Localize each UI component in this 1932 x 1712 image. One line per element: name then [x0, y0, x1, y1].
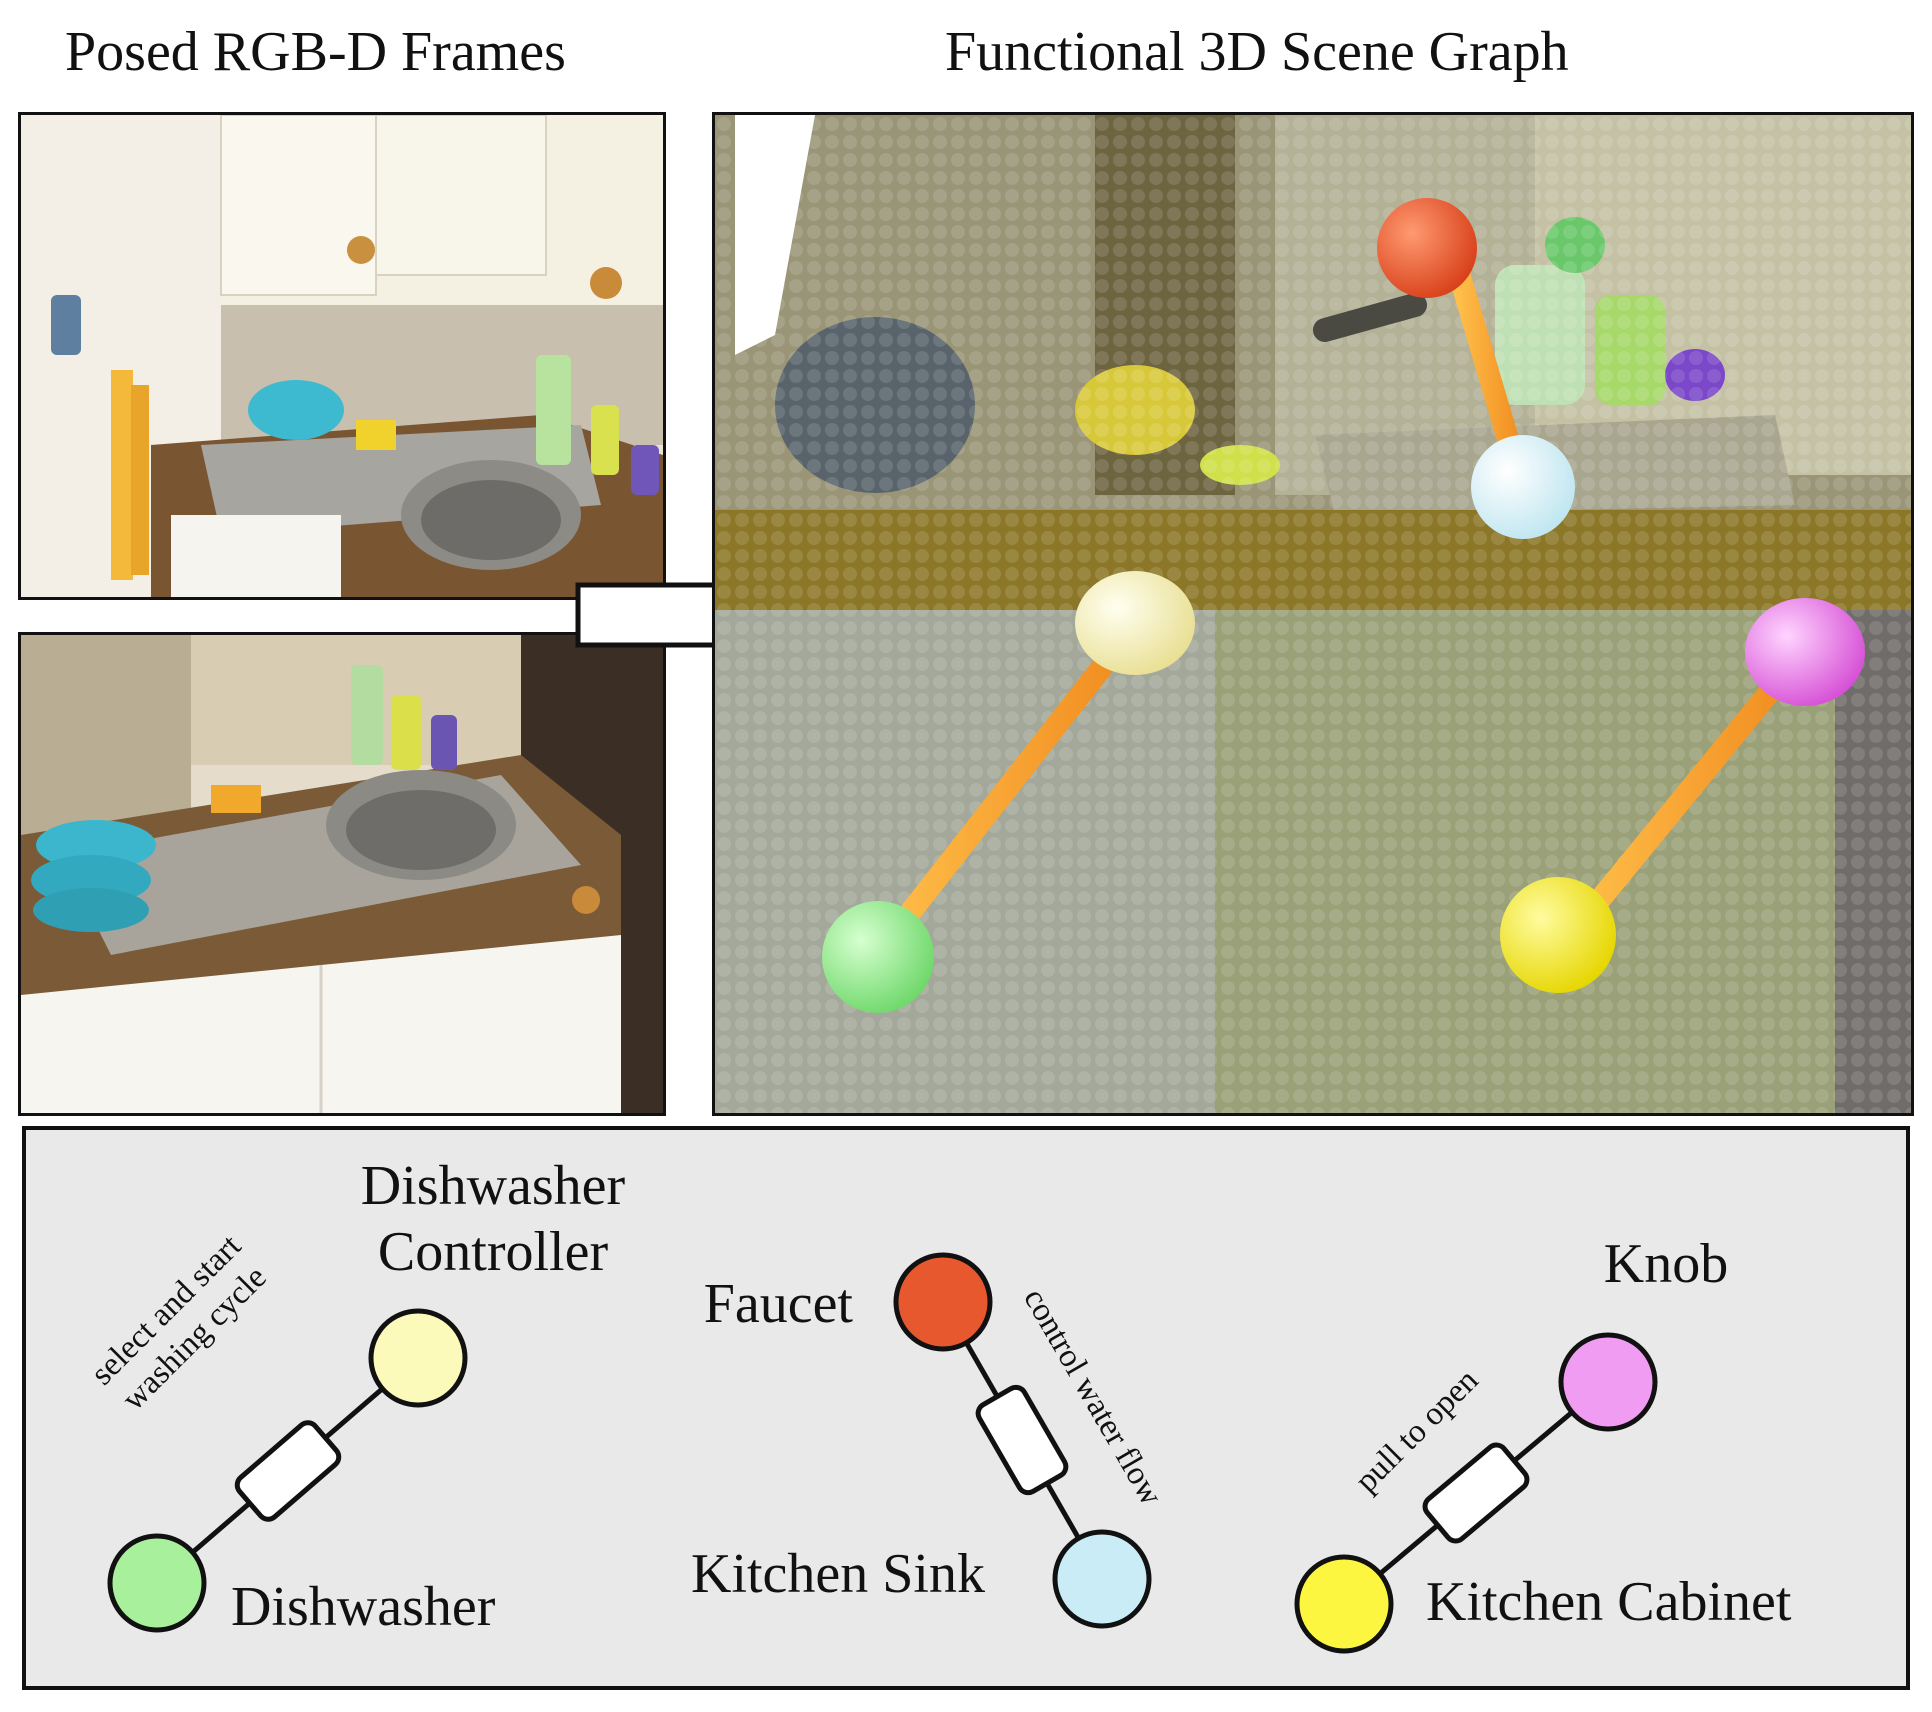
rgbd-frame-bottom: [18, 632, 666, 1116]
knob-label: Knob: [1604, 1233, 1728, 1295]
kitchen-cabinet-node-3d: [1500, 877, 1616, 993]
faucet-label: Faucet: [704, 1273, 854, 1335]
scene-graph-heading: Functional 3D Scene Graph: [945, 21, 1569, 83]
relation-edge-knob: [1422, 1442, 1530, 1544]
faucet-node: [893, 1252, 993, 1352]
dishwasher-controller-label-line1: Dishwasher: [361, 1155, 626, 1217]
rgbd-frame-top: [18, 112, 666, 600]
kitchen-sink-label: Kitchen Sink: [691, 1543, 985, 1605]
relation-edge-dishwasher: [234, 1420, 342, 1522]
dishwasher-node-3d: [822, 901, 934, 1013]
relation-edge-faucet: [975, 1384, 1069, 1496]
faucet-node-3d: [1377, 198, 1477, 298]
scene-graph-render: [712, 112, 1914, 1116]
kitchen-cabinet-label: Kitchen Cabinet: [1426, 1571, 1792, 1633]
dishwasher-controller-label-line2: Controller: [378, 1221, 609, 1283]
kitchen-sink-node-3d: [1471, 435, 1575, 539]
posed-frames-heading: Posed RGB-D Frames: [65, 21, 566, 83]
knob-node-3d: [1745, 598, 1865, 706]
dishwasher-controller-node: [368, 1308, 468, 1408]
functional-graph-legend: Dishwasher Controller Dishwasher select …: [22, 1126, 1910, 1690]
dishwasher-controller-node-3d: [1075, 571, 1195, 675]
dishwasher-label: Dishwasher: [231, 1576, 496, 1638]
knob-node: [1558, 1332, 1658, 1432]
kitchen-cabinet-node: [1294, 1554, 1394, 1654]
dishwasher-node: [107, 1533, 207, 1633]
kitchen-sink-node: [1052, 1529, 1152, 1629]
